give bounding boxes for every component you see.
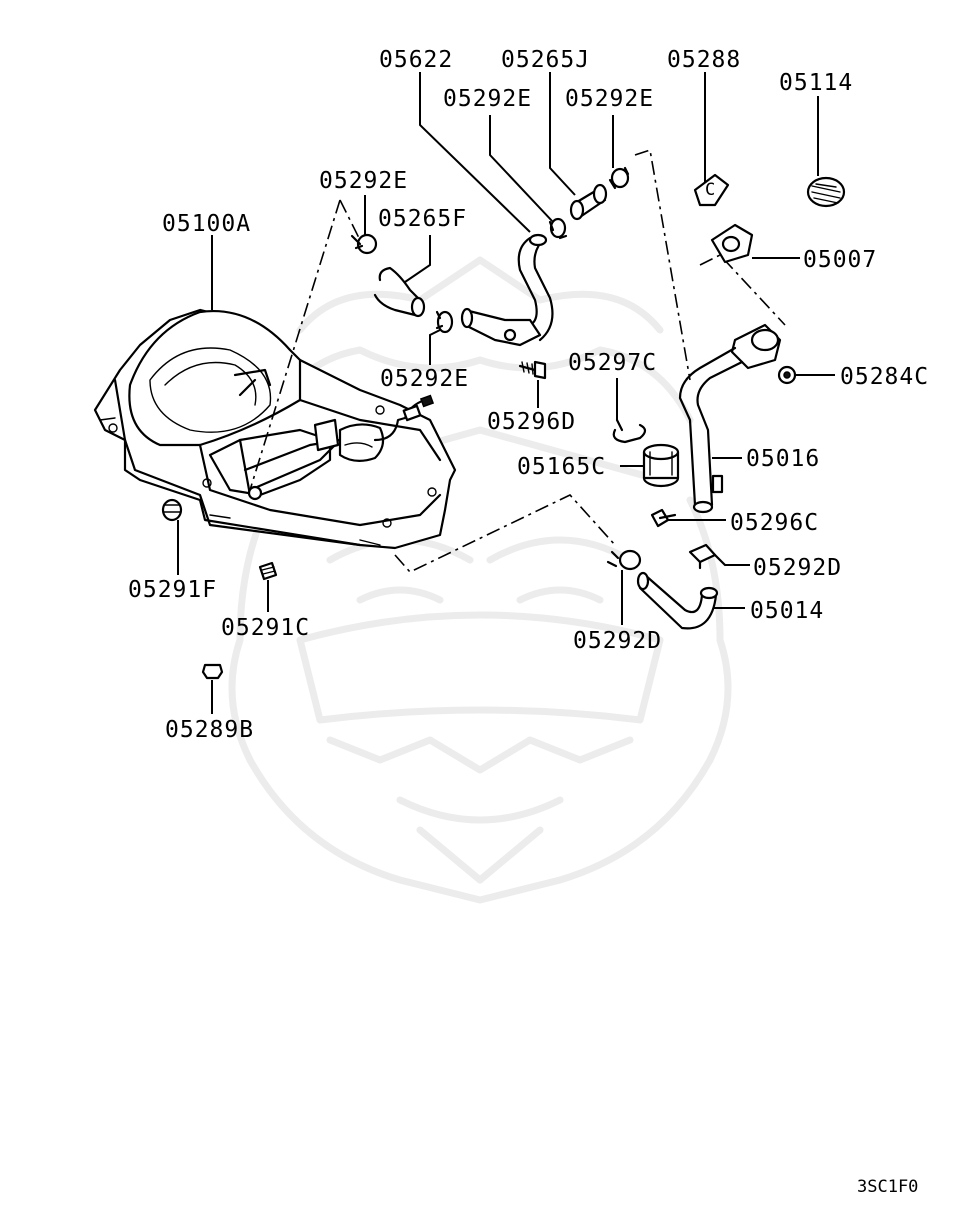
plug-05291C: [258, 561, 278, 581]
clip-05292D-left: [606, 549, 642, 571]
label-05289B: 05289B: [165, 717, 254, 743]
label-05292E-d: 05292E: [380, 366, 469, 392]
label-05265J: 05265J: [501, 47, 590, 73]
label-05292E-c: 05292E: [319, 168, 408, 194]
fuel-cap-05114: [806, 176, 846, 208]
part-labels: 05622 05265J 05288 05114 05292E 05292E 0…: [128, 47, 929, 743]
label-05014: 05014: [750, 598, 824, 624]
diagram-code: 3SC1F0: [857, 1177, 918, 1197]
label-05284C: 05284C: [840, 364, 929, 390]
label-05292E-a: 05292E: [443, 86, 532, 112]
part-05288: C: [693, 173, 730, 207]
hose-05622: [460, 233, 554, 347]
label-05007: 05007: [803, 247, 877, 273]
label-05165C: 05165C: [517, 454, 606, 480]
clip-05292E-upper-right: [608, 166, 630, 190]
fuel-tank: [93, 308, 457, 550]
label-05296D: 05296D: [487, 409, 576, 435]
label-05296C: 05296C: [730, 510, 819, 536]
part-05288-mark: C: [705, 180, 715, 200]
plug-05289B: [201, 663, 224, 680]
clip-05292D-right: [688, 543, 727, 570]
label-05016: 05016: [746, 446, 820, 472]
label-05291C: 05291C: [221, 615, 310, 641]
label-05297C: 05297C: [568, 350, 657, 376]
label-05114: 05114: [779, 70, 853, 96]
clip-05292E-hose-top: [548, 217, 568, 240]
clip-05292E-upper-left: [350, 233, 378, 255]
bushing-05165C: [642, 443, 680, 488]
label-05265F: 05265F: [378, 206, 467, 232]
gasket-05007: [710, 223, 754, 264]
leader-lines: [177, 72, 835, 714]
filler-neck-05016: [678, 323, 782, 514]
hose-05014: [636, 571, 719, 630]
label-05100A: 05100A: [162, 211, 251, 237]
assembly-dash-lines: [249, 148, 786, 573]
hose-05265F: [373, 266, 426, 318]
clip-05292E-lower-left: [435, 310, 454, 334]
label-05292D-b: 05292D: [573, 628, 662, 654]
hose-05265J: [569, 183, 608, 221]
bolt-05296D: [518, 360, 547, 380]
label-05291F: 05291F: [128, 577, 217, 603]
label-05292E-b: 05292E: [565, 86, 654, 112]
grommet-05291F: [161, 498, 183, 522]
bolt-05296C: [650, 508, 677, 528]
bolt-05284C: [777, 365, 797, 385]
label-05292D-a: 05292D: [753, 555, 842, 581]
label-05288: 05288: [667, 47, 741, 73]
label-05622: 05622: [379, 47, 453, 73]
clamp-05297C: [612, 418, 647, 444]
